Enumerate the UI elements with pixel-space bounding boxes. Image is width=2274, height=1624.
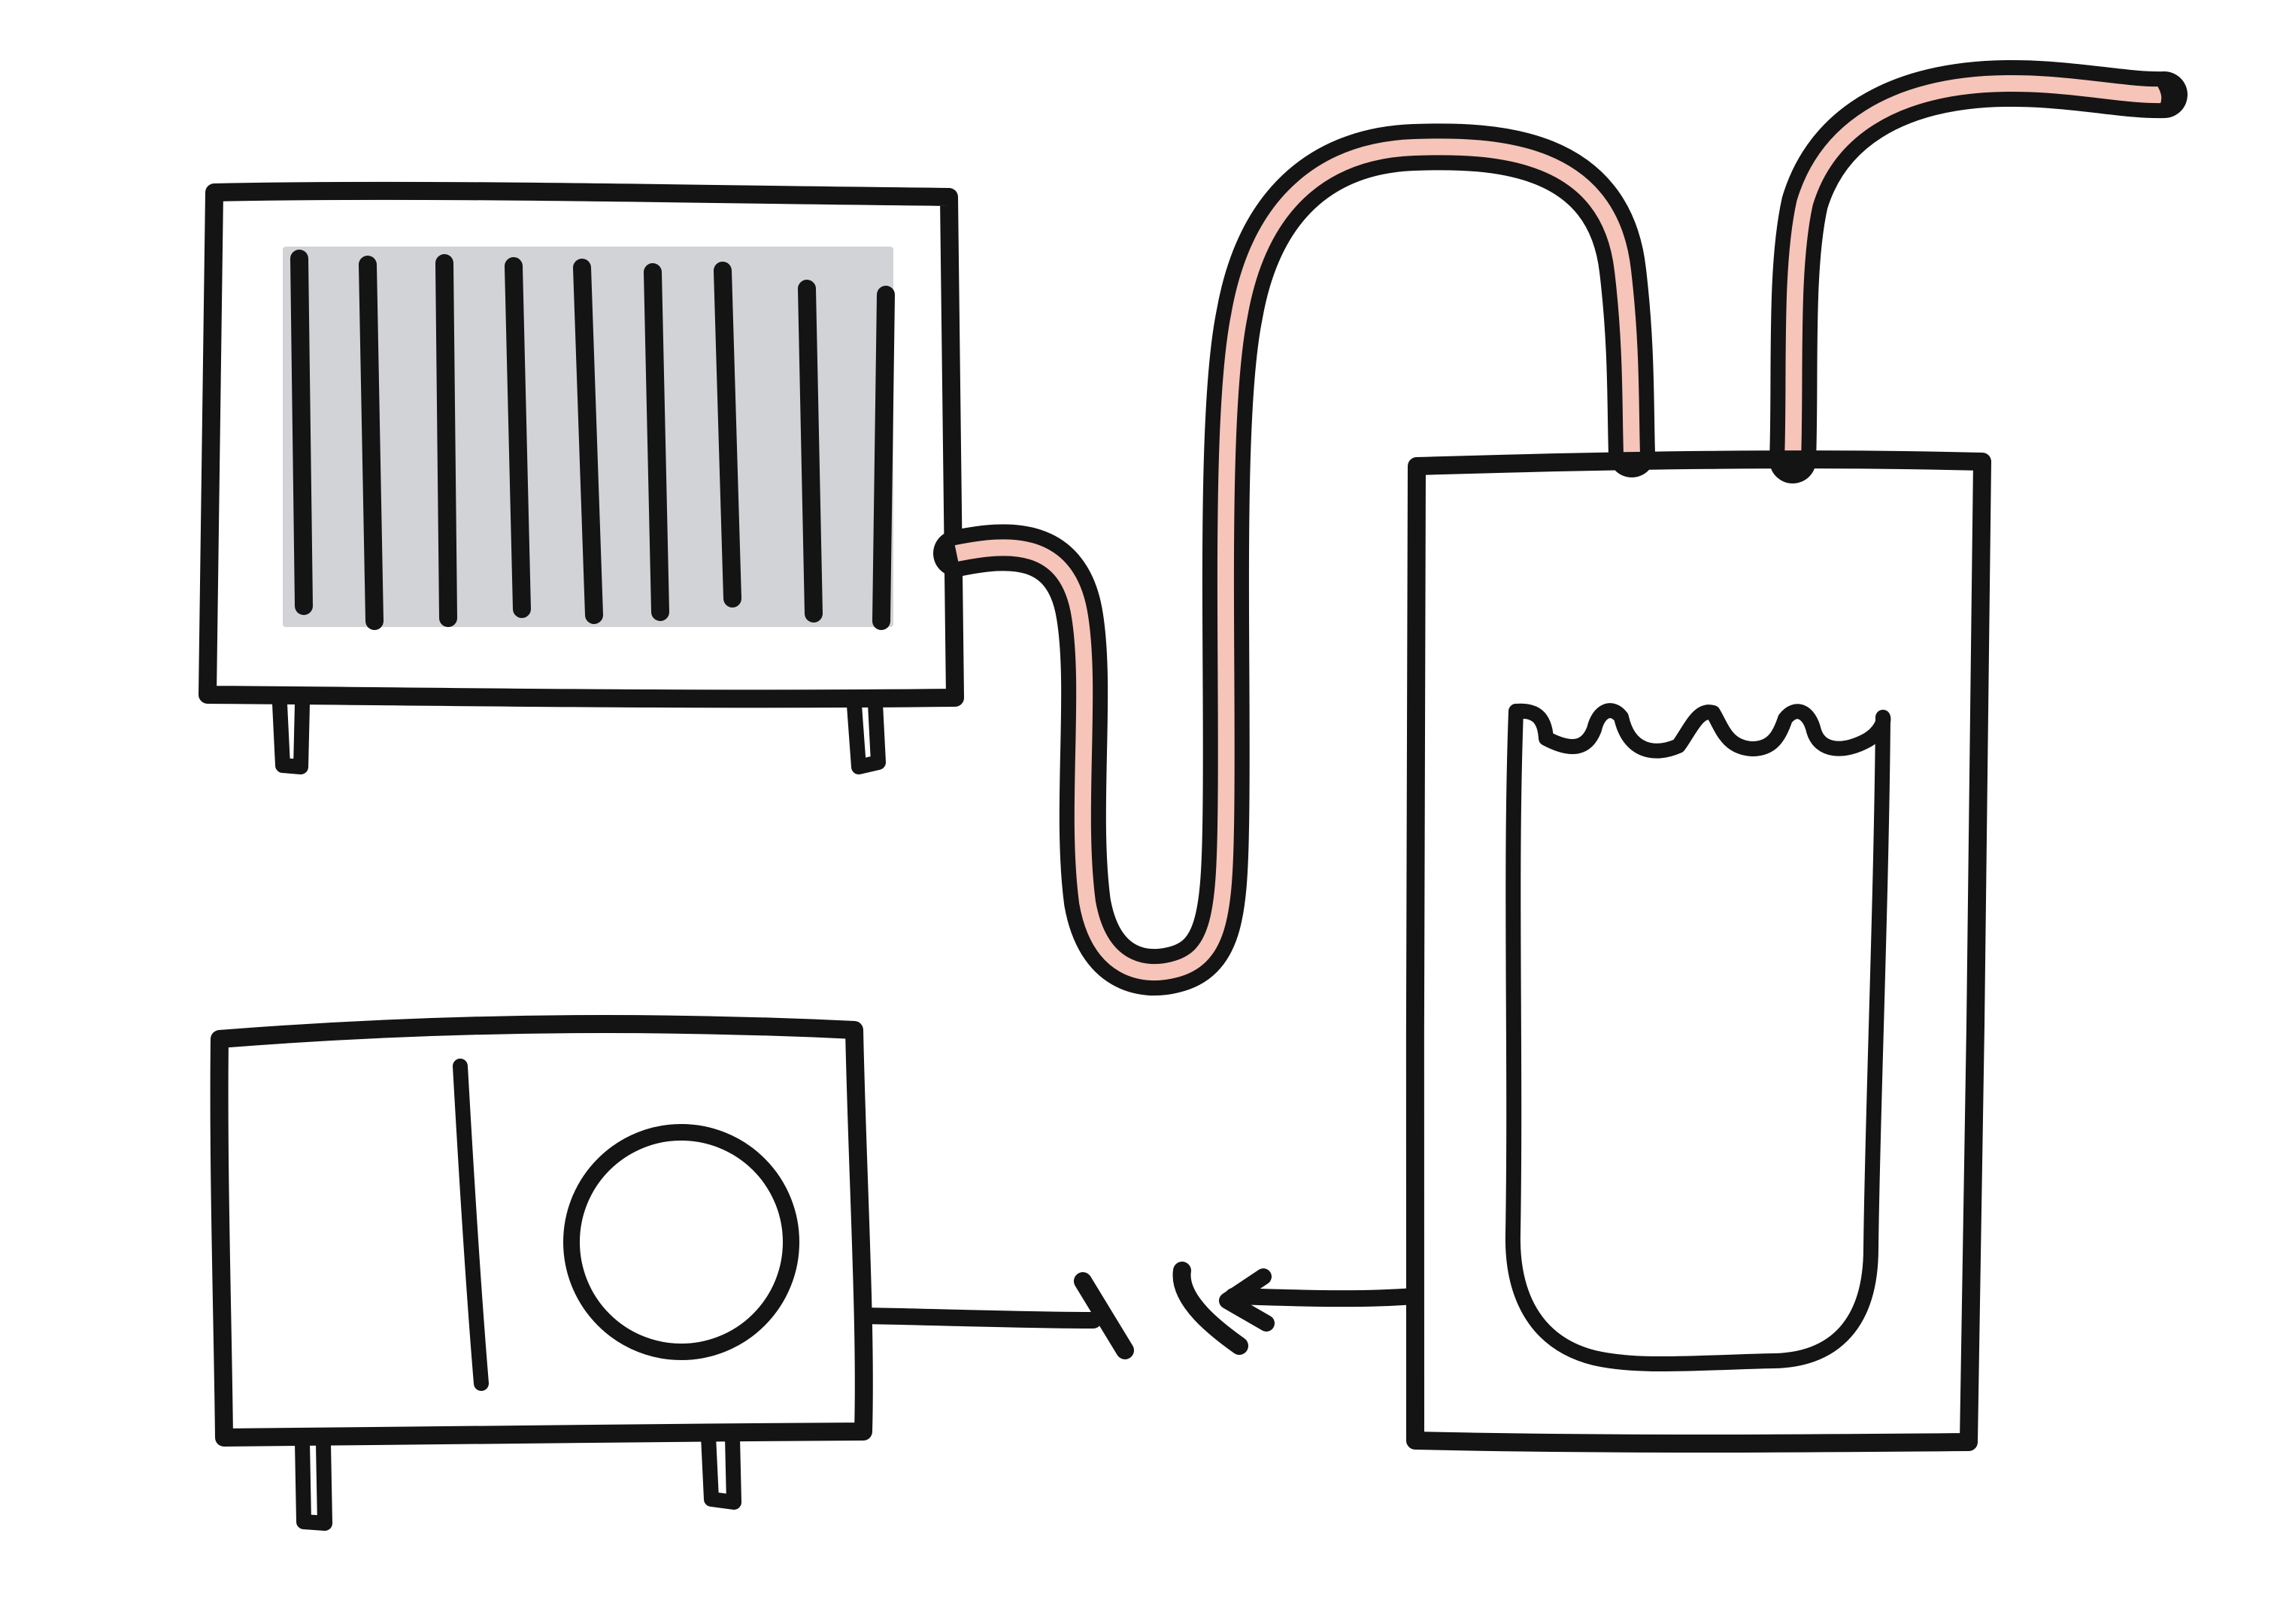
tank-body (1405, 450, 1991, 1453)
pipe-fill (954, 138, 1640, 981)
radiator-foot (272, 696, 310, 774)
radiator-fin (714, 262, 741, 607)
heat-pump-feet (295, 1429, 741, 1531)
heat-pump-divider (453, 1059, 489, 1391)
heat-pump-foot (701, 1429, 741, 1510)
fan-icon (563, 1124, 799, 1360)
wire-tank-to-heat-pump (857, 1262, 1422, 1359)
radiator (199, 181, 964, 774)
radiator-fin (290, 250, 313, 615)
wire-segment (857, 1307, 1102, 1329)
heat-pump-foot (295, 1435, 332, 1531)
wire-segment (1225, 1288, 1422, 1307)
pipe-tank-outlet (1769, 59, 2188, 483)
wire-break-mark (1172, 1262, 1248, 1355)
pipe-radiator-to-tank (933, 123, 1655, 996)
wire-break-mark (1074, 1272, 1134, 1359)
radiator-fin (644, 263, 669, 621)
radiator-fins (290, 250, 895, 630)
radiator-feet (272, 696, 886, 774)
tank-water (1505, 703, 1891, 1372)
radiator-body (199, 181, 964, 708)
radiator-fin (573, 259, 603, 624)
radiator-fin (798, 280, 823, 623)
arrow-left-icon (1219, 1268, 1275, 1332)
heat-pump-body (210, 1014, 873, 1447)
heat-pump-unit (210, 1014, 873, 1531)
water-tank (1405, 450, 1991, 1453)
pipe-fill (1784, 74, 2163, 461)
radiator-fin (872, 286, 895, 630)
radiator-fin (505, 257, 531, 618)
radiator-fin (435, 254, 457, 627)
radiator-fin (359, 256, 384, 630)
radiator-foot (847, 696, 886, 774)
